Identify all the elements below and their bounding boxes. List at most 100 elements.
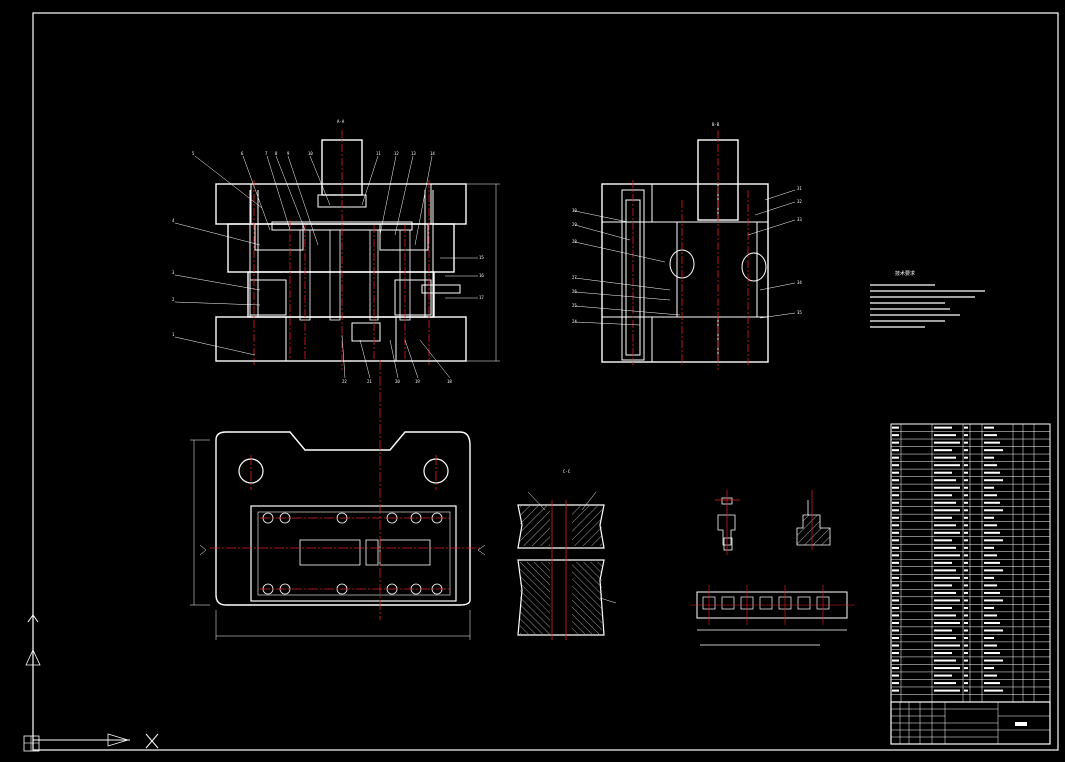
plan-view — [190, 360, 486, 640]
parts-list-text-mark — [984, 441, 1000, 444]
parts-list-text-mark — [964, 516, 968, 519]
callout-1: 1 — [172, 332, 175, 337]
callout-5: 5 — [192, 151, 195, 156]
parts-list-text-mark — [964, 434, 968, 437]
parts-list-text-mark — [892, 682, 899, 685]
parts-list-text-mark — [892, 464, 899, 467]
callout-26: 26 — [572, 289, 577, 294]
parts-list-text-mark — [934, 554, 960, 557]
parts-list-text-mark — [964, 449, 968, 452]
parts-list-text-mark — [984, 554, 997, 557]
parts-list-text-mark — [964, 644, 968, 647]
callout-19: 19 — [415, 379, 420, 384]
parts-list-text-mark — [964, 606, 968, 609]
parts-list-text-mark — [934, 524, 956, 527]
parts-list-text-mark — [984, 652, 1000, 655]
parts-list-text-mark — [984, 524, 997, 527]
parts-list-text-mark — [934, 441, 960, 444]
parts-list-text-mark — [892, 674, 899, 677]
parts-list-text-mark — [984, 606, 994, 609]
parts-list-text-mark — [964, 524, 968, 527]
parts-list-text-mark — [892, 524, 899, 527]
parts-list-text-mark — [984, 629, 1003, 632]
callout-7: 7 — [265, 151, 268, 156]
parts-list-text-mark — [892, 486, 899, 489]
parts-list-text-mark — [934, 606, 952, 609]
callout-9: 9 — [287, 151, 290, 156]
parts-list-text-mark — [892, 599, 899, 602]
parts-list-text-mark — [892, 621, 899, 624]
parts-list-text-mark — [984, 434, 997, 437]
parts-list-text-mark — [984, 479, 1003, 482]
strip-layout — [690, 585, 855, 646]
parts-list-text-mark — [934, 652, 952, 655]
parts-list-text-mark — [934, 426, 952, 429]
parts-list-text-mark — [934, 531, 960, 534]
parts-list-text-mark — [984, 644, 997, 647]
callout-32: 32 — [797, 199, 802, 204]
callout-20: 20 — [395, 379, 400, 384]
parts-list-text-mark — [984, 637, 994, 640]
callout-8: 8 — [275, 151, 278, 156]
parts-list-text-mark — [934, 501, 956, 504]
parts-list-text-mark — [892, 449, 899, 452]
parts-list-text-mark — [964, 509, 968, 512]
parts-list-text-mark — [964, 554, 968, 557]
parts-list-text-mark — [964, 471, 968, 474]
parts-list-text-mark — [934, 629, 952, 632]
parts-list-text-mark — [934, 494, 952, 497]
parts-list-text-mark — [892, 479, 899, 482]
parts-list-text-mark — [934, 464, 960, 467]
view-label-aa: A-A — [337, 119, 345, 124]
parts-list-text-mark — [934, 569, 956, 572]
parts-list-text-mark — [892, 652, 899, 655]
parts-list-text-mark — [984, 591, 1000, 594]
callout-18: 18 — [447, 379, 452, 384]
parts-list-text-mark — [984, 584, 997, 587]
parts-list-text-mark — [892, 659, 899, 662]
callout-11: 11 — [376, 151, 381, 156]
callout-10: 10 — [308, 151, 313, 156]
parts-list-text-mark — [984, 667, 994, 670]
parts-list-text-mark — [934, 637, 956, 640]
parts-list-table — [890, 423, 1051, 703]
parts-list-text-mark — [984, 516, 994, 519]
parts-list-text-mark — [892, 569, 899, 572]
view-label-cc: C-C — [563, 469, 571, 474]
parts-list-text-mark — [934, 667, 960, 670]
parts-list-text-mark — [892, 531, 899, 534]
parts-list-text-mark — [964, 652, 968, 655]
callout-13: 13 — [411, 151, 416, 156]
parts-list-text-mark — [984, 682, 1000, 685]
callout-34: 34 — [797, 280, 802, 285]
parts-list-text-mark — [984, 486, 994, 489]
parts-list-text-mark — [964, 501, 968, 504]
parts-list-text-mark — [964, 659, 968, 662]
parts-list-text-mark — [964, 682, 968, 685]
view-label-bb: B-B — [712, 122, 720, 127]
callout-31: 31 — [797, 186, 802, 191]
parts-list-text-mark — [984, 689, 1003, 692]
parts-list-text-mark — [892, 501, 899, 504]
parts-list-text-mark — [984, 471, 1000, 474]
callout-21: 21 — [367, 379, 372, 384]
parts-list-text-mark — [984, 599, 1003, 602]
parts-list-text-mark — [934, 561, 952, 564]
parts-list-text-mark — [964, 576, 968, 579]
callout-4: 4 — [172, 218, 175, 223]
parts-list-text-mark — [984, 569, 1003, 572]
callout-35: 35 — [797, 310, 802, 315]
parts-list-text-mark — [964, 531, 968, 534]
parts-list-text-mark — [892, 667, 899, 670]
parts-list-text-mark — [934, 674, 952, 677]
parts-list-text-mark — [934, 599, 960, 602]
callout-29: 29 — [572, 222, 577, 227]
parts-list-text-mark — [892, 576, 899, 579]
parts-list-text-mark — [892, 561, 899, 564]
callout-33: 33 — [797, 217, 802, 222]
parts-list-text-mark — [934, 576, 960, 579]
parts-list-text-mark — [892, 644, 899, 647]
parts-list-text-mark — [892, 584, 899, 587]
side-section-view: B-B 30 29 28 — [572, 122, 802, 370]
parts-list-text-mark — [892, 689, 899, 692]
